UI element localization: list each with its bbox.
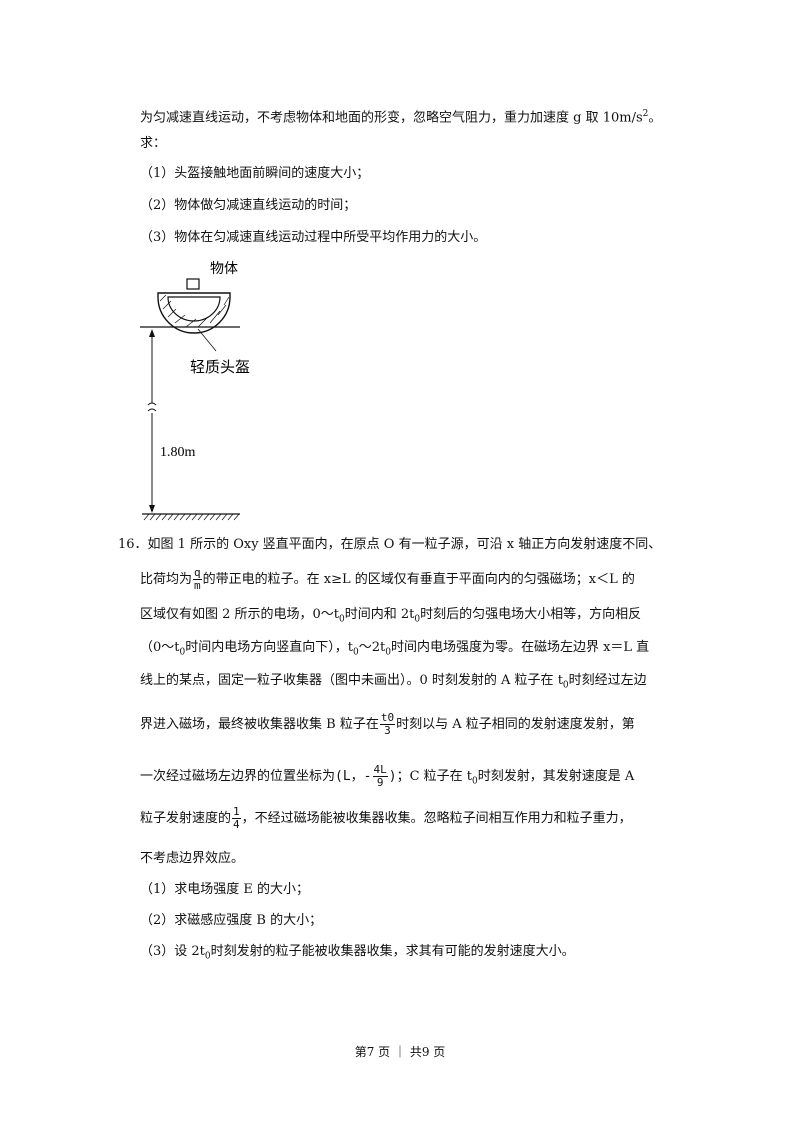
question-2: （2）物体做匀减速直线运动的时间； xyxy=(140,198,357,213)
helmet-label: 轻质头盔 xyxy=(190,358,250,376)
p16-line-1: 16．如图 1 所示的 Oxy 竖直平面内，在原点 O 有一粒子源，可沿 x 轴… xyxy=(118,537,662,552)
p16-line-9: 不考虑边界效应。 xyxy=(140,851,245,866)
page-footer: 第7 页 ｜ 共9 页 xyxy=(354,1045,446,1059)
height-label: 1.80m xyxy=(160,445,196,460)
question-3: （3）物体在匀减速直线运动过程中所受平均作用力的大小。 xyxy=(140,230,487,245)
helmet-figure: 物体 轻质头盔 1.80m xyxy=(140,260,250,521)
p16-line-4: （0～t0时间内电场方向竖直向下），t0～2t0时间内电场强度为零。在磁场左边界… xyxy=(140,640,650,658)
p16-line-5: 线上的某点，固定一粒子收集器（图中未画出）。0 时刻发射的 A 粒子在 t0时刻… xyxy=(140,673,647,691)
line-intro-2: 求： xyxy=(140,136,167,151)
p16-question-2: （2）求磁感应强度 B 的大小； xyxy=(140,913,323,928)
p16-question-3: （3）设 2t0时刻发射的粒子能被收集器收集，求其有可能的发射速度大小。 xyxy=(140,944,575,962)
p16-question-1: （1）求电场强度 E 的大小； xyxy=(140,882,310,897)
object-label: 物体 xyxy=(210,260,238,276)
p16-line-3: 区域仅有如图 2 所示的电场，0～t0时间内和 2t0时刻后的匀强电场大小相等，… xyxy=(140,607,642,625)
question-1: （1）头盔接触地面前瞬间的速度大小； xyxy=(140,166,370,181)
line-intro-1: 为匀减速直线运动，不考虑物体和地面的形变，忽略空气阻力，重力加速度 g 取 10… xyxy=(140,109,662,126)
